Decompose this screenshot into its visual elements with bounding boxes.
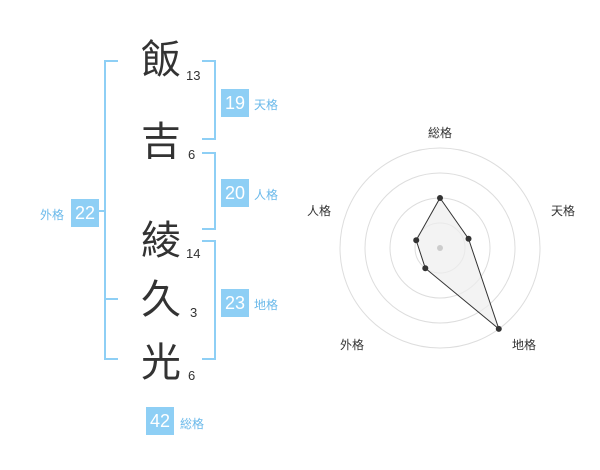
- jinkaku-label: 人格: [254, 188, 279, 202]
- name-char-1: 飯: [141, 37, 181, 83]
- radar-points: [413, 195, 502, 332]
- name-char-2: 吉: [141, 119, 181, 165]
- gaikaku-value: 22: [71, 199, 99, 227]
- name-char-4: 久: [141, 277, 181, 323]
- tenkaku-bracket: [202, 60, 216, 140]
- gaikaku-label: 外格: [40, 208, 65, 222]
- radar-label-jinkaku: 人格: [307, 204, 332, 218]
- radar-label-tenkaku: 天格: [551, 204, 576, 218]
- radar-point: [495, 325, 502, 332]
- stroke-count-2: 6: [188, 147, 196, 162]
- outer-bracket-connector: [92, 210, 106, 212]
- radar-label-chikaku: 地格: [512, 338, 537, 352]
- outer-bracket-left: [104, 60, 118, 360]
- tenkaku-label: 天格: [254, 98, 279, 112]
- radar-shape: [415, 197, 500, 331]
- tenkaku-value: 19: [221, 89, 249, 117]
- radar-point: [437, 195, 443, 201]
- radar-ring-4: [339, 147, 541, 349]
- radar-ring-3: [364, 172, 516, 324]
- radar-label-soukaku: 総格: [428, 126, 453, 140]
- stroke-count-4: 3: [190, 305, 198, 320]
- soukaku-label: 総格: [180, 417, 205, 431]
- outer-bracket-inner-tick: [104, 298, 118, 300]
- radar-chart: [339, 147, 541, 349]
- chikaku-value: 23: [221, 289, 249, 317]
- jinkaku-bracket: [202, 152, 216, 230]
- name-char-5: 光: [141, 340, 181, 386]
- stroke-count-3: 14: [186, 246, 201, 261]
- radar-label-gaikaku: 外格: [340, 338, 365, 352]
- radar-point: [422, 265, 429, 272]
- radar-point: [465, 235, 472, 242]
- soukaku-value: 42: [146, 407, 174, 435]
- name-char-3: 綾: [141, 218, 181, 264]
- chikaku-bracket: [202, 240, 216, 360]
- stroke-count-1: 13: [186, 68, 201, 83]
- chikaku-label: 地格: [254, 298, 279, 312]
- stroke-count-5: 6: [188, 368, 196, 383]
- radar-point: [413, 237, 420, 244]
- radar-center: [437, 245, 443, 251]
- jinkaku-value: 20: [221, 179, 249, 207]
